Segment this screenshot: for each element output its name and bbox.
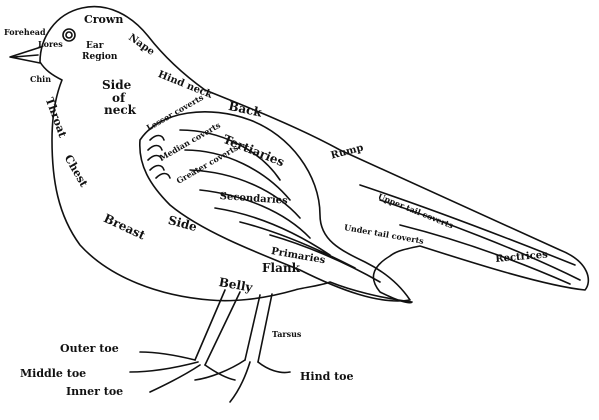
toes-left (130, 352, 235, 392)
eye (63, 29, 75, 41)
label-middle-toe: Middle toe (20, 368, 86, 379)
label-outer-toe: Outer toe (60, 343, 119, 354)
label-flank: Flank (262, 262, 300, 274)
leg-right (245, 294, 272, 362)
label-hind-toe: Hind toe (300, 371, 354, 382)
label-lores: Lores (38, 40, 63, 48)
label-side-of-neck-line-3: neck (104, 104, 136, 116)
toes-right (195, 360, 290, 402)
label-chin: Chin (30, 75, 51, 83)
label-tarsus: Tarsus (272, 330, 301, 338)
label-side-of-neck-line-1: Side (102, 79, 131, 91)
label-ear-region-line-2: Region (82, 53, 117, 62)
label-inner-toe: Inner toe (66, 386, 123, 397)
label-forehead: Forehead (4, 28, 46, 36)
label-crown: Crown (84, 14, 123, 25)
label-ear-region-line-1: Ear (86, 42, 103, 51)
